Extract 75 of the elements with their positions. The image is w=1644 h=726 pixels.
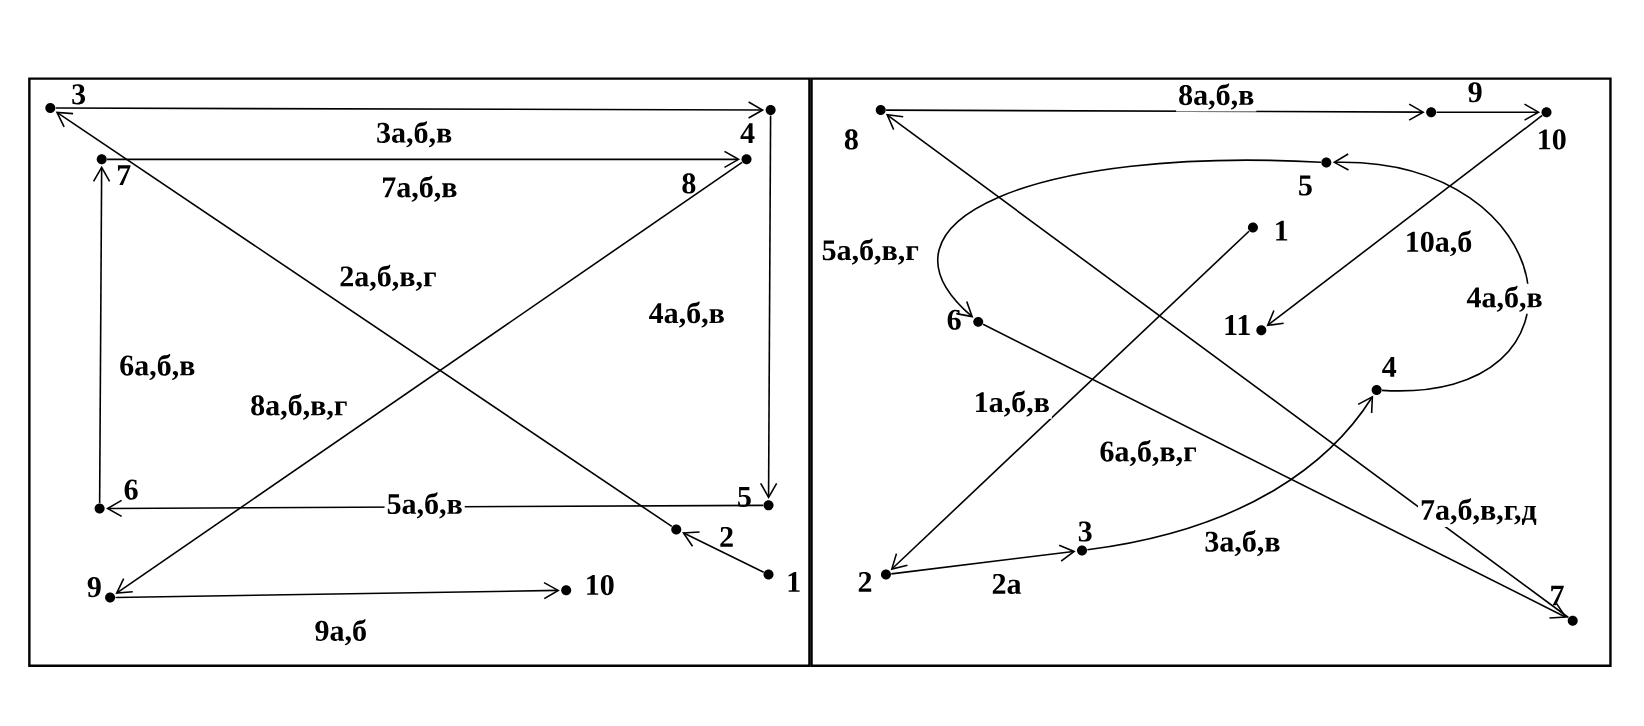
numbered-point: 2	[671, 524, 736, 548]
node-label: 8	[844, 129, 858, 150]
node-label: 10	[1539, 129, 1566, 150]
edge-label: 5а,б,в,г	[819, 236, 921, 267]
arrow	[1332, 153, 1529, 392]
arrow	[890, 230, 1250, 571]
node-label: 7	[1551, 585, 1564, 606]
node-label: 9	[1468, 82, 1482, 103]
numbered-point: 1	[1247, 219, 1290, 242]
numbered-point: 5	[1296, 157, 1332, 197]
node-label: 10	[587, 574, 614, 596]
edge-label: 6а,б,в,г	[1097, 437, 1199, 468]
edge-label: 5а,б,в	[384, 490, 465, 521]
node-label: 4	[740, 123, 755, 143]
edge-label: 4а,б,в	[646, 299, 727, 330]
numbered-point: 10	[1535, 107, 1568, 151]
edge-label: 8а,б,в,г	[248, 391, 350, 422]
numbered-point: 4	[1371, 356, 1398, 396]
node-label: 3	[1078, 521, 1092, 542]
numbered-point: 9	[1426, 81, 1484, 118]
numbered-point: 6	[94, 478, 140, 514]
edge-label: 4а,б,в	[1464, 283, 1545, 314]
node-label: 3	[72, 84, 86, 105]
node-label: 7	[117, 165, 131, 185]
node-label: 5	[1299, 175, 1312, 196]
arrow	[106, 499, 764, 518]
node-label: 6	[947, 309, 961, 330]
node-label: 6	[124, 479, 138, 500]
arrow	[1435, 103, 1541, 121]
edge-label: 10а,б	[1402, 228, 1475, 259]
node-label: 11	[1225, 315, 1250, 335]
edge-label: 7а,б,в,г,д	[1418, 496, 1539, 527]
arrow	[890, 544, 1076, 575]
numbered-point: 7	[1548, 584, 1578, 626]
numbered-point: 10	[561, 573, 616, 597]
node-label: 2	[720, 526, 733, 547]
numbered-point: 1	[763, 569, 803, 593]
arrow	[938, 159, 1322, 318]
numbered-point: 4	[739, 105, 776, 144]
edge-label: 2а	[989, 571, 1024, 597]
node-label: 9	[87, 577, 101, 598]
node-label: 1	[788, 572, 800, 592]
edge-label: 7а,б,в	[379, 173, 460, 204]
arrow	[982, 323, 1567, 619]
arrow	[115, 161, 743, 594]
numbered-point: 9	[85, 576, 116, 603]
numbered-point: 8	[842, 105, 886, 151]
edge-label: 2а,б,в,г	[337, 262, 439, 293]
numbered-point: 2	[856, 569, 891, 593]
edge-label: 3а,б,в	[374, 119, 455, 150]
numbered-point: 7	[96, 154, 133, 186]
edge-label: 3а,б,в	[1202, 528, 1283, 559]
node-label: 4	[1382, 357, 1397, 377]
numbered-point: 3	[45, 83, 88, 113]
numbered-point: 3	[1076, 520, 1094, 556]
node-label: 2	[858, 571, 872, 592]
edge-label: 9а,б	[312, 617, 369, 648]
node-label: 1	[1276, 220, 1288, 241]
numbered-point: 8	[680, 154, 752, 195]
arrow	[759, 114, 778, 499]
arrow	[1086, 395, 1374, 551]
arrow	[682, 531, 765, 573]
arrow	[1266, 114, 1543, 327]
arrow	[54, 101, 765, 119]
numbered-point: 11	[1222, 314, 1267, 336]
node-label: 8	[682, 173, 696, 194]
arrow	[106, 150, 741, 169]
numbered-point: 6	[945, 308, 984, 331]
edge-label: 6а,б,в	[117, 351, 198, 382]
arrow	[885, 113, 1570, 619]
arrow	[55, 111, 673, 528]
arrow	[114, 581, 560, 600]
edge-label: 1а,б,в	[971, 388, 1052, 419]
edge-label: 8а,б,в	[1176, 81, 1257, 112]
arrow	[92, 165, 111, 504]
